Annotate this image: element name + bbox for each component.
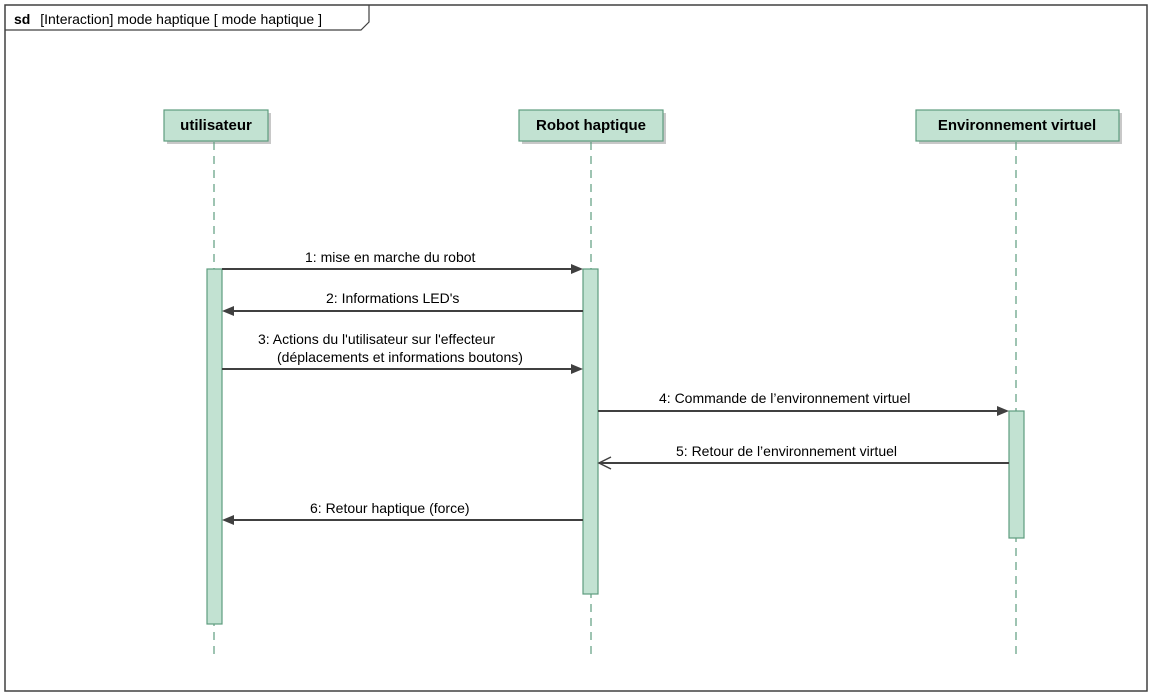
frame-title-text: [Interaction] mode haptique [ mode hapti…: [40, 11, 322, 27]
open-arrowhead: [597, 456, 612, 470]
lifeline-label: Environnement virtuel: [938, 117, 1096, 134]
message-3: 3: Actions du l'utilisateur sur l'effect…: [222, 331, 583, 374]
message-label-line-2: (déplacements et informations boutons): [277, 349, 523, 365]
message-label: 6: Retour haptique (force): [310, 500, 470, 516]
message-label: 2: Informations LED's: [326, 290, 459, 306]
activation-bar-utilisateur: [206, 268, 223, 625]
message-1: 1: mise en marche du robot: [222, 249, 583, 274]
message-6: 6: Retour haptique (force): [222, 500, 583, 525]
frame-border: [4, 4, 1148, 692]
activation-bar-environnement-virtuel: [1008, 410, 1025, 539]
filled-arrowhead: [222, 515, 234, 525]
message-5: 5: Retour de l’environnement virtuel: [597, 443, 1009, 470]
message-label: 4: Commande de l’environnement virtuel: [659, 390, 910, 406]
frame-keyword: sd: [14, 11, 30, 27]
filled-arrowhead: [222, 306, 234, 316]
lifeline-label: Robot haptique: [536, 117, 646, 134]
filled-arrowhead: [571, 364, 583, 374]
lifeline-label: utilisateur: [180, 117, 252, 134]
frame-title: sd [Interaction] mode haptique [ mode ha…: [14, 11, 322, 27]
message-2: 2: Informations LED's: [222, 290, 583, 316]
filled-arrowhead: [571, 264, 583, 274]
message-label: 5: Retour de l’environnement virtuel: [676, 443, 897, 459]
lifeline-head: [163, 109, 269, 142]
lifeline-utilisateur: utilisateur: [163, 109, 271, 660]
message-4: 4: Commande de l’environnement virtuel: [598, 390, 1009, 416]
message-label-line-1: 3: Actions du l'utilisateur sur l'effect…: [258, 331, 495, 347]
filled-arrowhead: [997, 406, 1009, 416]
message-label: 1: mise en marche du robot: [305, 249, 476, 265]
frame-tab: [5, 5, 370, 31]
activation-bar-robot-haptique: [582, 268, 599, 595]
lifeline-environnement-virtuel: Environnement virtuel: [915, 109, 1122, 660]
lifeline-head: [915, 109, 1120, 142]
lifeline-head: [518, 109, 664, 142]
